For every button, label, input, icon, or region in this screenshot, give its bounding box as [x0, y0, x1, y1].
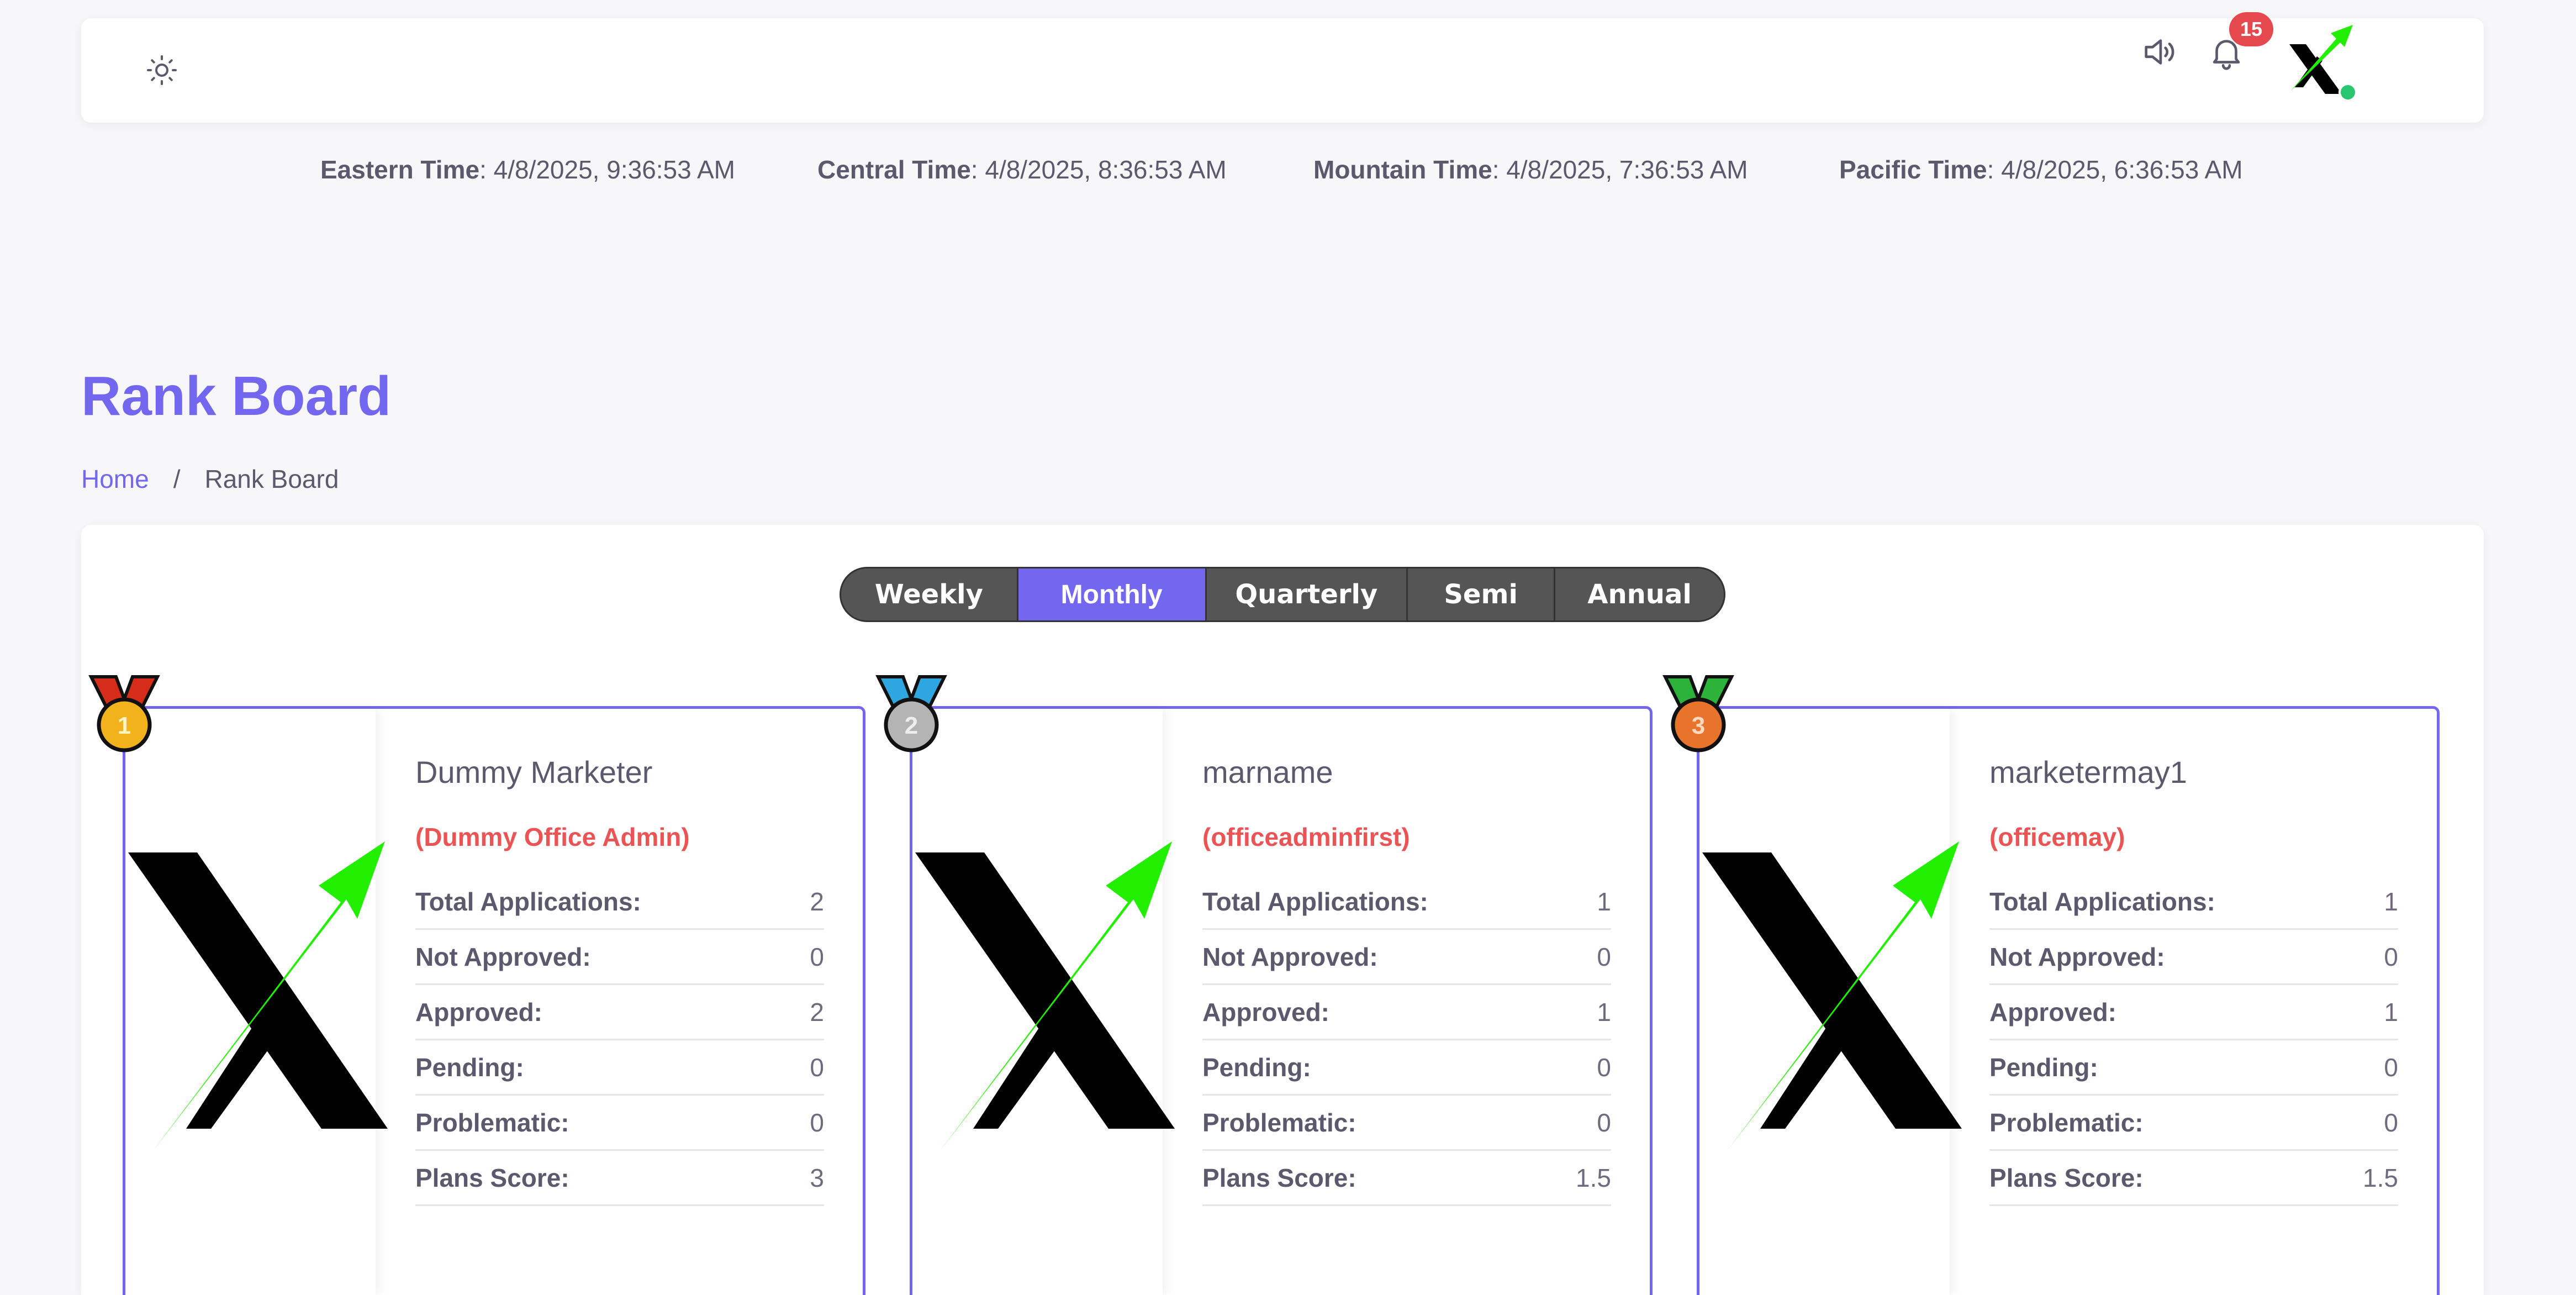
breadcrumb-current: Rank Board: [204, 465, 339, 493]
medal-disc: [97, 697, 152, 752]
stat-not-approved: Not Approved:0: [1989, 930, 2398, 985]
medal-rank: 3: [1692, 712, 1705, 739]
stat-plans-score: Plans Score:1.5: [1989, 1151, 2398, 1206]
gold-medal-icon: 1: [88, 675, 160, 752]
medal-disc: [1671, 697, 1726, 752]
card-office: (officemay): [1989, 823, 2125, 851]
page-title: Rank Board: [81, 365, 392, 427]
rank-card-2: marname (officeadminfirst) Total Applica…: [910, 706, 1653, 1295]
stat-approved: Approved:2: [415, 985, 824, 1040]
stat-problematic: Problematic:0: [1989, 1096, 2398, 1151]
card-name: Dummy Marketer: [415, 755, 653, 789]
card-stats: Total Applications:1 Not Approved:0 Appr…: [1202, 875, 1611, 1206]
card-stats: Total Applications:1 Not Approved:0 Appr…: [1989, 875, 2398, 1206]
card-stats: Total Applications:2 Not Approved:0 Appr…: [415, 875, 824, 1206]
theme-toggle-icon[interactable]: [140, 48, 184, 92]
company-logo-icon: [128, 841, 388, 1151]
online-status-dot: [2339, 83, 2357, 102]
clock-eastern: Eastern Time: 4/8/2025, 9:36:53 AM: [320, 155, 735, 184]
card-office: (officeadminfirst): [1202, 823, 1410, 851]
stat-not-approved: Not Approved:0: [1202, 930, 1611, 985]
stat-approved: Approved:1: [1202, 985, 1611, 1040]
stat-pending: Pending:0: [1202, 1040, 1611, 1096]
bronze-medal-icon: 3: [1662, 675, 1734, 752]
tab-weekly[interactable]: Weekly: [841, 568, 1018, 620]
medal-rank: 2: [905, 712, 918, 739]
stat-plans-score: Plans Score:3: [415, 1151, 824, 1206]
company-logo-icon: [1702, 841, 1962, 1151]
breadcrumb-separator: /: [173, 465, 181, 493]
rank-card-3: marketermay1 (officemay) Total Applicati…: [1697, 706, 2440, 1295]
user-avatar[interactable]: [2284, 17, 2356, 99]
breadcrumb: Home / Rank Board: [81, 464, 339, 494]
clock-mountain: Mountain Time: 4/8/2025, 7:36:53 AM: [1313, 155, 1748, 184]
silver-medal-icon: 2: [875, 675, 947, 752]
card-office: (Dummy Office Admin): [415, 823, 690, 851]
tab-annual[interactable]: Annual: [1587, 579, 1692, 610]
medal-disc: [884, 697, 939, 752]
stat-problematic: Problematic:0: [1202, 1096, 1611, 1151]
stat-plans-score: Plans Score:1.5: [1202, 1151, 1611, 1206]
stat-total-applications: Total Applications:2: [415, 875, 824, 930]
tab-monthly[interactable]: Monthly: [1018, 568, 1207, 620]
clock-pacific: Pacific Time: 4/8/2025, 6:36:53 AM: [1839, 155, 2243, 184]
card-logo-pane: [912, 709, 1175, 1295]
stat-approved: Approved:1: [1989, 985, 2398, 1040]
notification-bell-icon[interactable]: [2202, 28, 2251, 77]
medal-rank: 1: [118, 712, 131, 739]
company-logo-icon: [915, 841, 1175, 1151]
stat-problematic: Problematic:0: [415, 1096, 824, 1151]
period-tabs: Weekly Monthly Quarterly Semi Annual: [840, 567, 1725, 622]
stat-pending: Pending:0: [415, 1040, 824, 1096]
card-logo-pane: [125, 709, 388, 1295]
timezone-clocks: Eastern Time: 4/8/2025, 9:36:53 AM Centr…: [0, 155, 2576, 188]
card-name: marname: [1202, 755, 1333, 789]
clock-central: Central Time: 4/8/2025, 8:36:53 AM: [817, 155, 1227, 184]
speaker-icon[interactable]: [2134, 30, 2184, 74]
stat-pending: Pending:0: [1989, 1040, 2398, 1096]
stat-not-approved: Not Approved:0: [415, 930, 824, 985]
notification-badge: 15: [2229, 12, 2273, 46]
stat-total-applications: Total Applications:1: [1202, 875, 1611, 930]
top-navbar: [81, 18, 2484, 123]
breadcrumb-home-link[interactable]: Home: [81, 465, 149, 493]
tab-quarterly[interactable]: Quarterly: [1207, 568, 1408, 620]
card-name: marketermay1: [1989, 755, 2187, 789]
tab-semi[interactable]: Semi: [1408, 568, 1556, 620]
rank-card-1: Dummy Marketer (Dummy Office Admin) Tota…: [123, 706, 865, 1295]
card-logo-pane: [1699, 709, 1962, 1295]
stat-total-applications: Total Applications:1: [1989, 875, 2398, 930]
